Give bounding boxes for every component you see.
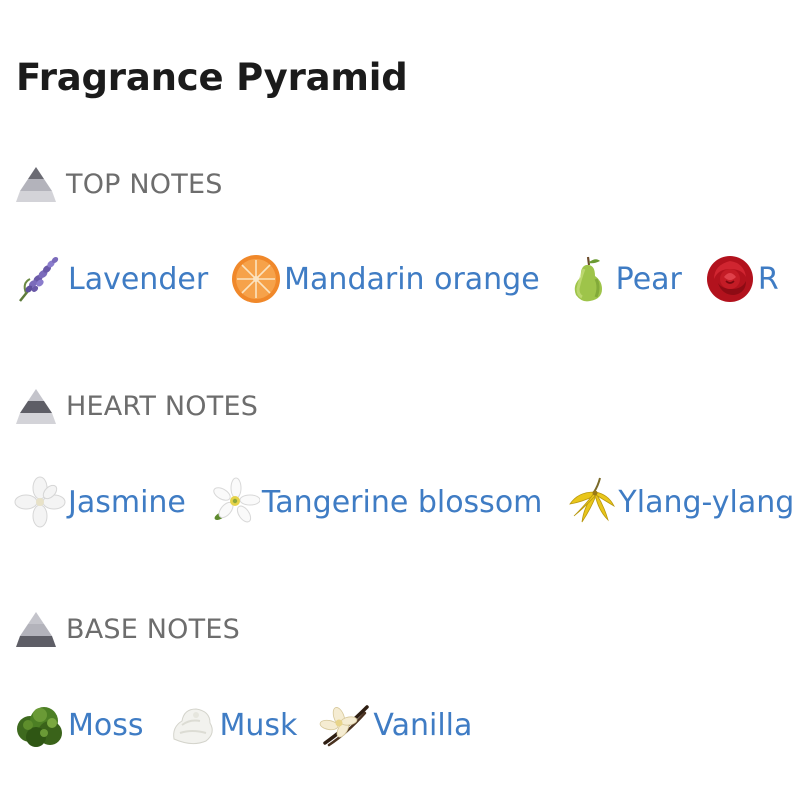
note-mandarin-orange[interactable]: Mandarin orange <box>230 253 540 305</box>
musk-icon <box>172 708 213 745</box>
section-header-heart-notes: HEART NOTES <box>16 385 258 427</box>
section-label: HEART NOTES <box>66 390 259 422</box>
moss-icon <box>17 707 62 747</box>
ylang-ylang-icon <box>569 477 616 523</box>
note-label: Vanilla <box>373 707 473 743</box>
note-label: Mandarin orange <box>284 261 540 297</box>
note-label: Tangerine blossom <box>261 484 543 520</box>
section-label: TOP NOTES <box>66 168 223 200</box>
note-label: Ylang-ylang <box>618 484 795 520</box>
page-title: Fragrance Pyramid <box>16 56 408 99</box>
tangerine-blossom-icon <box>213 477 260 523</box>
pyramid-middle-icon <box>16 389 56 424</box>
note-label: Pear <box>615 261 682 297</box>
note-musk[interactable]: Musk <box>166 699 298 751</box>
section-label: BASE NOTES <box>66 613 240 645</box>
section-header-base-notes: BASE NOTES <box>16 608 240 650</box>
note-moss[interactable]: Moss <box>14 699 144 751</box>
note-tangerine-blossom[interactable]: Tangerine blossom <box>208 476 543 528</box>
note-ylang-ylang[interactable]: Ylang-ylang <box>564 476 794 528</box>
note-label: Jasmine <box>68 484 186 520</box>
note-lavender[interactable]: Lavender <box>14 253 208 305</box>
jasmine-icon <box>14 476 66 528</box>
note-label: Moss <box>68 707 144 743</box>
rose-icon <box>706 256 753 302</box>
note-label: Lavender <box>68 261 209 297</box>
pyramid-top-icon <box>16 167 56 202</box>
mandarin-orange-icon <box>232 255 281 303</box>
pyramid-base-icon <box>16 612 56 647</box>
pear-icon <box>574 256 602 302</box>
note-label: R <box>757 261 779 297</box>
note-vanilla[interactable]: Vanilla <box>319 699 472 751</box>
lavender-icon <box>19 256 59 302</box>
note-rose[interactable]: R <box>704 253 779 305</box>
vanilla-icon <box>320 705 370 747</box>
note-pear[interactable]: Pear <box>562 253 682 305</box>
notes-row-base: Moss Musk Van <box>14 698 494 752</box>
notes-row-top: Lavender Mandarin orange <box>14 252 800 306</box>
note-label: Musk <box>219 707 298 743</box>
notes-row-heart: Jasmine Tangerine blossom <box>14 475 800 529</box>
note-jasmine[interactable]: Jasmine <box>14 476 186 528</box>
section-header-top-notes: TOP NOTES <box>16 163 223 205</box>
